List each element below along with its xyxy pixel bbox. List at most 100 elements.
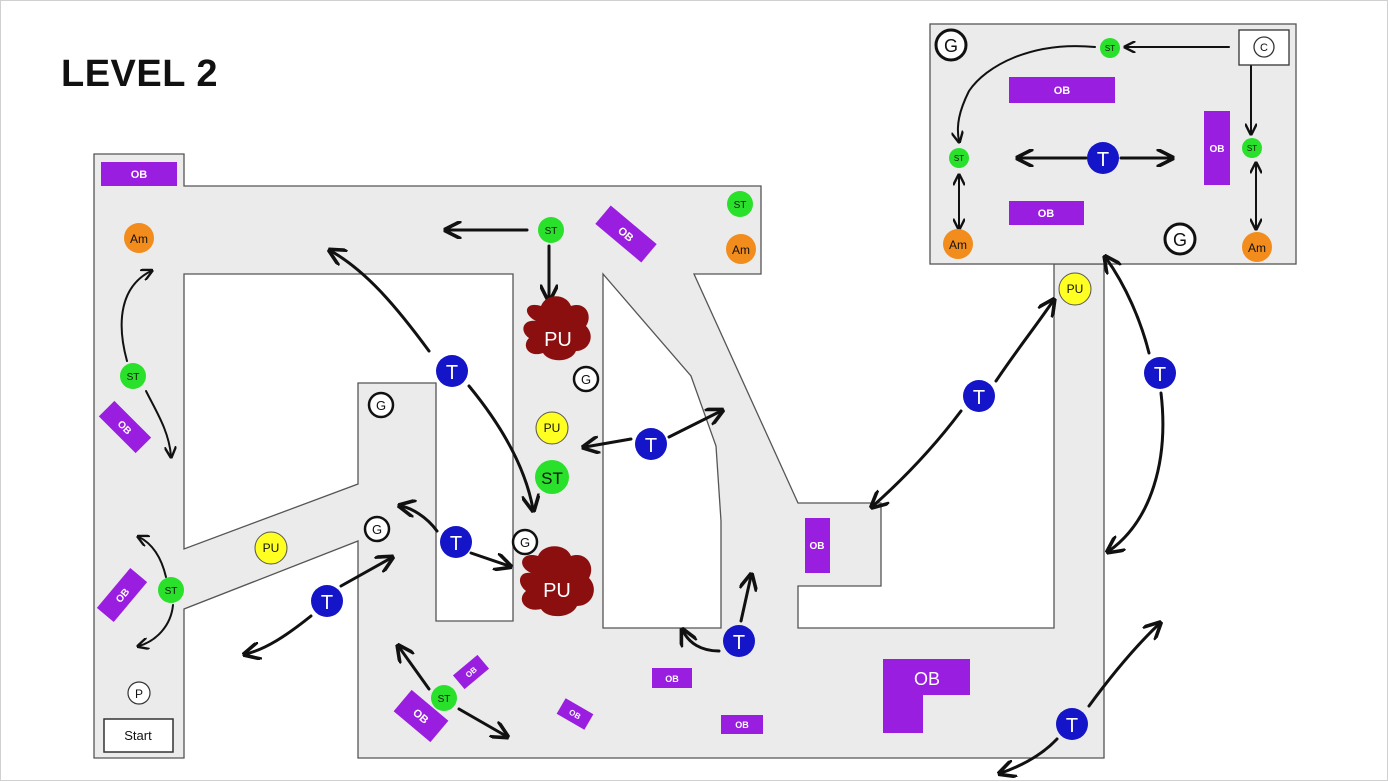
arrow	[145, 390, 171, 456]
svg-text:C: C	[1260, 42, 1268, 54]
arrow	[331, 251, 431, 353]
svg-text:ST: ST	[541, 469, 563, 488]
ammo-pickups: Am Am Am Am	[124, 223, 1272, 264]
turret: T	[1056, 708, 1088, 740]
svg-text:T: T	[446, 362, 458, 384]
arrow	[139, 604, 174, 646]
svg-text:Start: Start	[124, 728, 152, 743]
svg-text:ST: ST	[954, 154, 964, 163]
svg-text:G: G	[372, 522, 382, 537]
station: ST	[158, 577, 184, 603]
obstacle: OB	[1009, 201, 1084, 225]
turret: T	[440, 526, 472, 558]
checkpoint-icon	[1253, 36, 1275, 58]
svg-text:OB: OB	[1038, 208, 1055, 220]
goal-marker: G	[511, 528, 539, 556]
svg-text:T: T	[450, 533, 462, 555]
obstacle: OB	[721, 715, 763, 734]
arrow	[1106, 258, 1151, 355]
obstacle: OB	[96, 568, 148, 622]
arrow	[1001, 737, 1059, 773]
arrow	[401, 506, 439, 533]
arrow	[467, 384, 533, 509]
arrow	[994, 301, 1053, 383]
goals: G G G G G G	[363, 28, 1197, 556]
obstacles: OB OB OB OB OB OB OB OB OB OB OB OB OB O…	[96, 77, 1230, 743]
station: ST	[538, 217, 564, 243]
svg-text:OB: OB	[1210, 144, 1225, 155]
powerup: PU	[254, 531, 288, 565]
station: ST	[535, 460, 569, 494]
svg-text:Am: Am	[130, 232, 148, 246]
station: ST	[1242, 138, 1262, 158]
arrow	[399, 647, 431, 691]
station: ST	[431, 685, 457, 711]
movement-arrows	[246, 158, 1171, 773]
turret: T	[1144, 357, 1176, 389]
arrow	[683, 631, 721, 653]
svg-text:T: T	[1154, 364, 1166, 386]
thin-arrows	[120, 46, 1256, 646]
svg-text:T: T	[645, 435, 657, 457]
arrow	[1109, 391, 1165, 551]
svg-text:G: G	[376, 398, 386, 413]
svg-text:G: G	[520, 535, 530, 550]
big-powerups: PU PU	[519, 296, 594, 617]
checkpoint-box: C	[1238, 29, 1290, 66]
svg-text:PU: PU	[544, 421, 561, 435]
small-powerups: PU PU PU	[254, 272, 1092, 565]
svg-text:Am: Am	[732, 243, 750, 257]
svg-text:OB: OB	[810, 541, 825, 552]
svg-text:ST: ST	[1247, 144, 1257, 153]
svg-text:T: T	[321, 592, 333, 614]
obstacle: OB	[452, 654, 490, 690]
svg-text:OB: OB	[1054, 85, 1071, 97]
svg-text:G: G	[581, 372, 591, 387]
svg-text:ST: ST	[545, 226, 558, 237]
level-title: LEVEL 2	[61, 53, 218, 95]
stations: ST ST ST ST ST ST ST ST ST	[120, 38, 1262, 711]
goal-marker: G	[363, 515, 391, 543]
powerup: PU	[1058, 272, 1092, 306]
arrow	[246, 614, 313, 654]
goal-marker: G	[572, 365, 600, 393]
big-powerup: PU	[523, 296, 591, 361]
obstacle: OB	[1204, 111, 1230, 185]
obstacle: OB	[595, 205, 657, 263]
svg-text:ST: ST	[127, 372, 140, 383]
obstacle: OB	[393, 689, 449, 743]
arrow	[667, 411, 721, 439]
obstacle: OB	[652, 668, 692, 688]
svg-text:ST: ST	[1105, 44, 1115, 53]
turret: T	[1087, 142, 1119, 174]
arrow	[469, 551, 509, 566]
svg-text:PU: PU	[543, 580, 571, 602]
arrow	[741, 576, 751, 623]
obstacle: OB	[805, 518, 830, 573]
svg-text:Am: Am	[949, 238, 967, 252]
arrow	[1087, 624, 1159, 708]
obstacle: OB	[98, 400, 152, 454]
svg-text:PU: PU	[544, 329, 572, 351]
main-floor	[93, 153, 1105, 759]
obstacle: OB	[556, 698, 594, 730]
arrow	[457, 707, 506, 736]
svg-text:G: G	[944, 36, 958, 56]
turret: T	[311, 585, 343, 617]
big-powerup: PU	[519, 546, 594, 617]
arrow	[873, 409, 963, 506]
turret: T	[635, 428, 667, 460]
goal-marker: G	[367, 391, 395, 419]
svg-text:P: P	[135, 687, 143, 701]
goal-marker: G	[934, 28, 968, 62]
goal-marker: G	[1163, 222, 1197, 256]
svg-text:OB: OB	[665, 674, 679, 684]
svg-text:T: T	[1066, 715, 1078, 737]
station: ST	[1100, 38, 1120, 58]
svg-text:ST: ST	[165, 586, 178, 597]
room-floor	[929, 23, 1297, 265]
obstacle: OB	[101, 162, 177, 186]
svg-text:OB: OB	[735, 720, 749, 730]
